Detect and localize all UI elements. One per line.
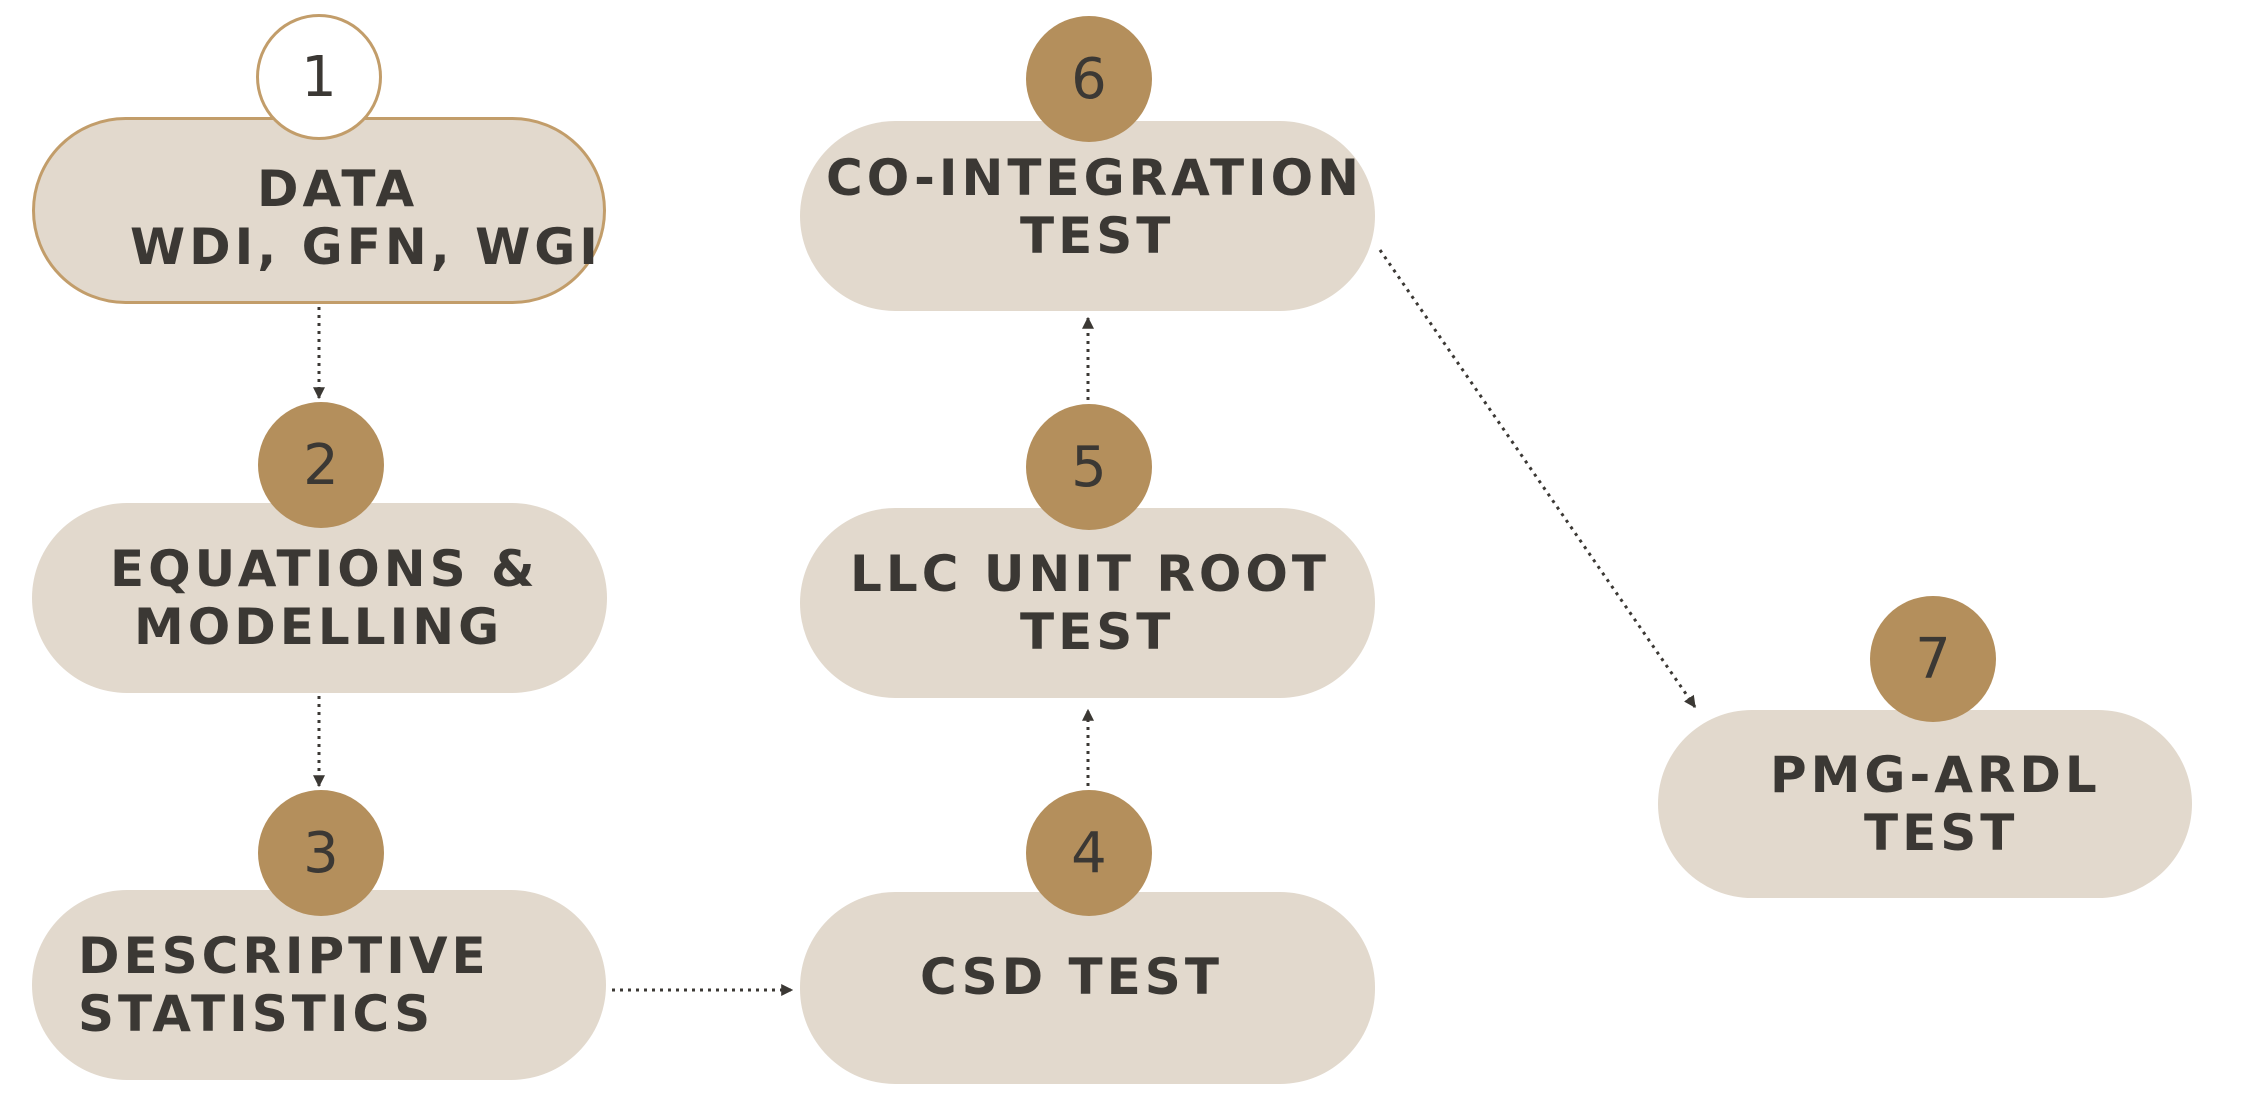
- step-7-label-line-1: PMG-ARDL: [1770, 746, 2101, 804]
- step-7-number-badge: 7: [1870, 596, 1996, 722]
- step-3-number-badge: 3: [258, 790, 384, 916]
- step-4-box: CSD TEST: [800, 892, 1375, 1084]
- step-3-label-line-2: STATISTICS: [78, 985, 435, 1043]
- step-6-label-line-2: TEST: [1020, 207, 1175, 265]
- step-2-label-line-1: EQUATIONS &: [110, 540, 539, 598]
- step-1-title: DATA: [257, 159, 419, 218]
- step-2-box: EQUATIONS & MODELLING: [32, 503, 607, 693]
- step-7-label-line-2: TEST: [1864, 804, 2019, 862]
- step-5-label-line-2: TEST: [1020, 603, 1175, 661]
- step-2-number-badge: 2: [258, 402, 384, 528]
- step-5-label-line-1: LLC UNIT ROOT: [850, 545, 1331, 603]
- step-5-number-badge: 5: [1026, 404, 1152, 530]
- step-5-box: LLC UNIT ROOT TEST: [800, 508, 1375, 698]
- step-3-label-line-1: DESCRIPTIVE: [78, 927, 490, 985]
- step-6-number-badge: 6: [1026, 16, 1152, 142]
- step-2-label-line-2: MODELLING: [134, 598, 504, 656]
- step-1-number-badge: 1: [256, 14, 382, 140]
- step-3-box: DESCRIPTIVE STATISTICS: [32, 890, 606, 1080]
- step-4-number-badge: 4: [1026, 790, 1152, 916]
- step-7-box: PMG-ARDL TEST: [1658, 710, 2192, 898]
- connector-6-to-7: [1378, 249, 1697, 708]
- step-1-subtitle: WDI, GFN, WGI: [130, 217, 602, 276]
- step-4-label-line-1: CSD TEST: [920, 948, 1223, 1006]
- step-6-box: CO-INTEGRATION TEST: [800, 121, 1375, 311]
- step-6-label-line-1: CO-INTEGRATION: [826, 149, 1364, 207]
- step-1-box: DATA WDI, GFN, WGI: [32, 117, 606, 304]
